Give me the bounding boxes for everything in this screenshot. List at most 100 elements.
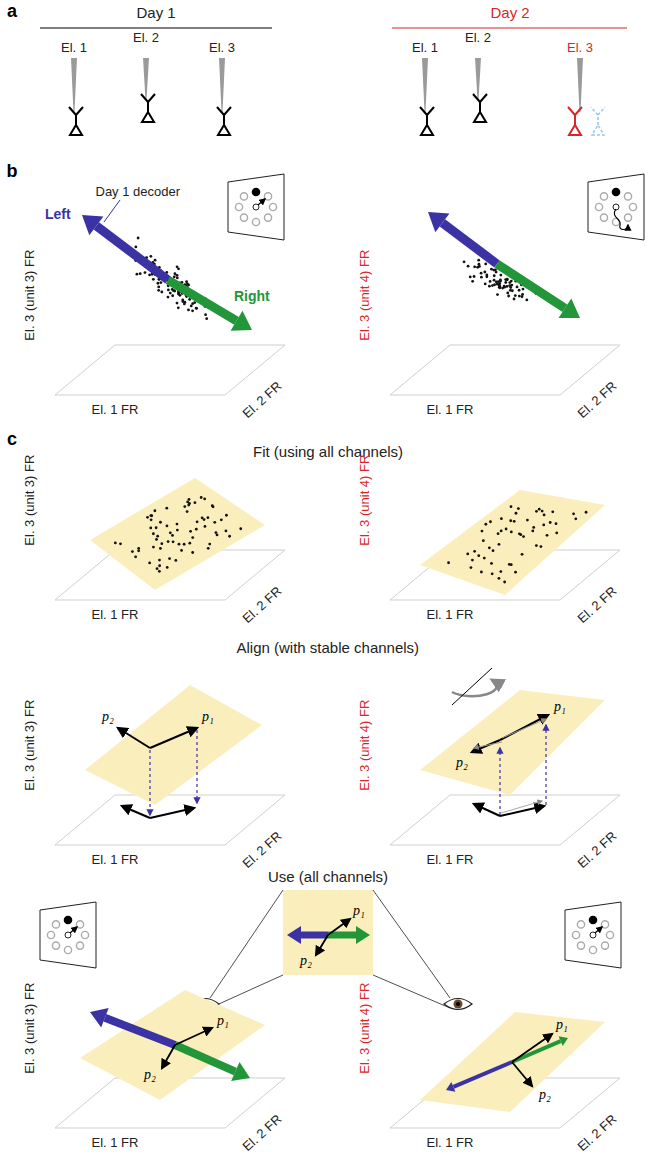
data-point bbox=[149, 514, 152, 517]
data-point bbox=[463, 260, 466, 263]
data-point bbox=[165, 507, 168, 510]
decoder-arrow bbox=[96, 226, 168, 280]
vector-arrow bbox=[474, 804, 500, 816]
sight-line bbox=[373, 890, 450, 998]
data-point bbox=[555, 522, 558, 525]
data-point bbox=[496, 293, 499, 296]
target-circle bbox=[577, 921, 584, 928]
data-point bbox=[501, 287, 504, 290]
data-point bbox=[148, 562, 151, 565]
figure-label: El. 3 (unit 3) FR bbox=[23, 983, 37, 1074]
data-point bbox=[146, 516, 149, 519]
figure-label: Day 1 decoder bbox=[96, 185, 181, 199]
data-point bbox=[540, 545, 543, 548]
data-point bbox=[114, 542, 117, 545]
data-point bbox=[173, 275, 176, 278]
data-point bbox=[203, 518, 206, 521]
data-point bbox=[510, 284, 513, 287]
vector-label: p₁ bbox=[353, 903, 365, 918]
figure-label: El. 1 FR bbox=[427, 608, 474, 622]
data-point bbox=[469, 276, 472, 279]
pupil bbox=[456, 1002, 460, 1006]
data-point bbox=[466, 553, 469, 556]
data-point bbox=[519, 533, 522, 536]
figure-label: Right bbox=[234, 289, 270, 304]
vector-arrow bbox=[512, 1062, 532, 1086]
data-point bbox=[137, 549, 140, 552]
data-point bbox=[467, 265, 470, 268]
data-point bbox=[535, 544, 538, 547]
sight-line bbox=[210, 975, 283, 1008]
figure-label: Left bbox=[45, 207, 71, 222]
target-circle bbox=[624, 193, 631, 200]
target-circle bbox=[64, 946, 71, 953]
target-circle bbox=[577, 942, 584, 949]
data-point bbox=[538, 508, 541, 511]
target-circle bbox=[76, 942, 83, 949]
data-point bbox=[500, 517, 503, 520]
data-point bbox=[480, 272, 483, 275]
vector-arrow bbox=[150, 808, 194, 818]
vector-arrow bbox=[328, 919, 350, 935]
data-point bbox=[185, 280, 188, 283]
data-point bbox=[239, 527, 242, 530]
target-circle bbox=[52, 942, 59, 949]
data-point bbox=[481, 530, 484, 533]
electrode bbox=[422, 58, 428, 112]
neuron bbox=[141, 94, 155, 122]
data-point bbox=[154, 259, 157, 262]
figure-label: El. 1 FR bbox=[427, 403, 474, 417]
vector-arrow bbox=[122, 806, 150, 818]
data-point bbox=[493, 279, 496, 282]
data-point bbox=[139, 272, 142, 275]
data-point bbox=[518, 289, 521, 292]
figure-label: El. 3 (unit 3) FR bbox=[23, 455, 37, 546]
axis-floor bbox=[450, 345, 620, 346]
data-point bbox=[225, 530, 228, 533]
figure-label: El. 2 FR bbox=[240, 829, 284, 871]
manifold-plane bbox=[90, 478, 265, 590]
axis-floor bbox=[390, 1128, 560, 1129]
data-point bbox=[136, 273, 139, 276]
axis-floor bbox=[115, 345, 285, 346]
target-circle bbox=[629, 203, 636, 210]
latent-box bbox=[283, 890, 373, 975]
data-point bbox=[155, 526, 158, 529]
axis-floor bbox=[55, 845, 225, 846]
data-point bbox=[186, 501, 189, 504]
data-point bbox=[471, 280, 474, 283]
data-point bbox=[176, 265, 179, 268]
decoder-arrow bbox=[105, 1018, 175, 1045]
data-point bbox=[183, 505, 186, 508]
data-point bbox=[499, 279, 502, 282]
data-point bbox=[171, 534, 174, 537]
data-point bbox=[489, 280, 492, 283]
data-point bbox=[183, 301, 186, 304]
data-point bbox=[509, 289, 512, 292]
figure-label: El. 3 (unit 3) FR bbox=[23, 700, 37, 791]
data-point bbox=[119, 542, 122, 545]
data-point bbox=[156, 567, 159, 570]
data-point bbox=[476, 266, 479, 269]
neuron bbox=[217, 107, 231, 135]
data-point bbox=[166, 525, 169, 528]
panel-letter: b bbox=[7, 162, 18, 182]
figure-label: El. 3 (unit 4) FR bbox=[358, 983, 372, 1074]
data-point bbox=[207, 516, 210, 519]
target-circle bbox=[47, 931, 54, 938]
data-point bbox=[213, 521, 216, 524]
data-point bbox=[504, 278, 507, 281]
vector-label: p₁ bbox=[554, 699, 566, 714]
axis-floor bbox=[55, 1078, 115, 1128]
data-point bbox=[152, 532, 155, 535]
data-point bbox=[488, 285, 491, 288]
data-point bbox=[160, 291, 163, 294]
axis-floor bbox=[390, 345, 450, 395]
data-point bbox=[177, 306, 180, 309]
target-circle bbox=[81, 931, 88, 938]
data-point bbox=[189, 530, 192, 533]
data-point bbox=[156, 535, 159, 538]
axis-floor bbox=[450, 795, 620, 796]
figure-label: El. 2 bbox=[465, 31, 491, 45]
vector-arrow bbox=[512, 1034, 552, 1062]
